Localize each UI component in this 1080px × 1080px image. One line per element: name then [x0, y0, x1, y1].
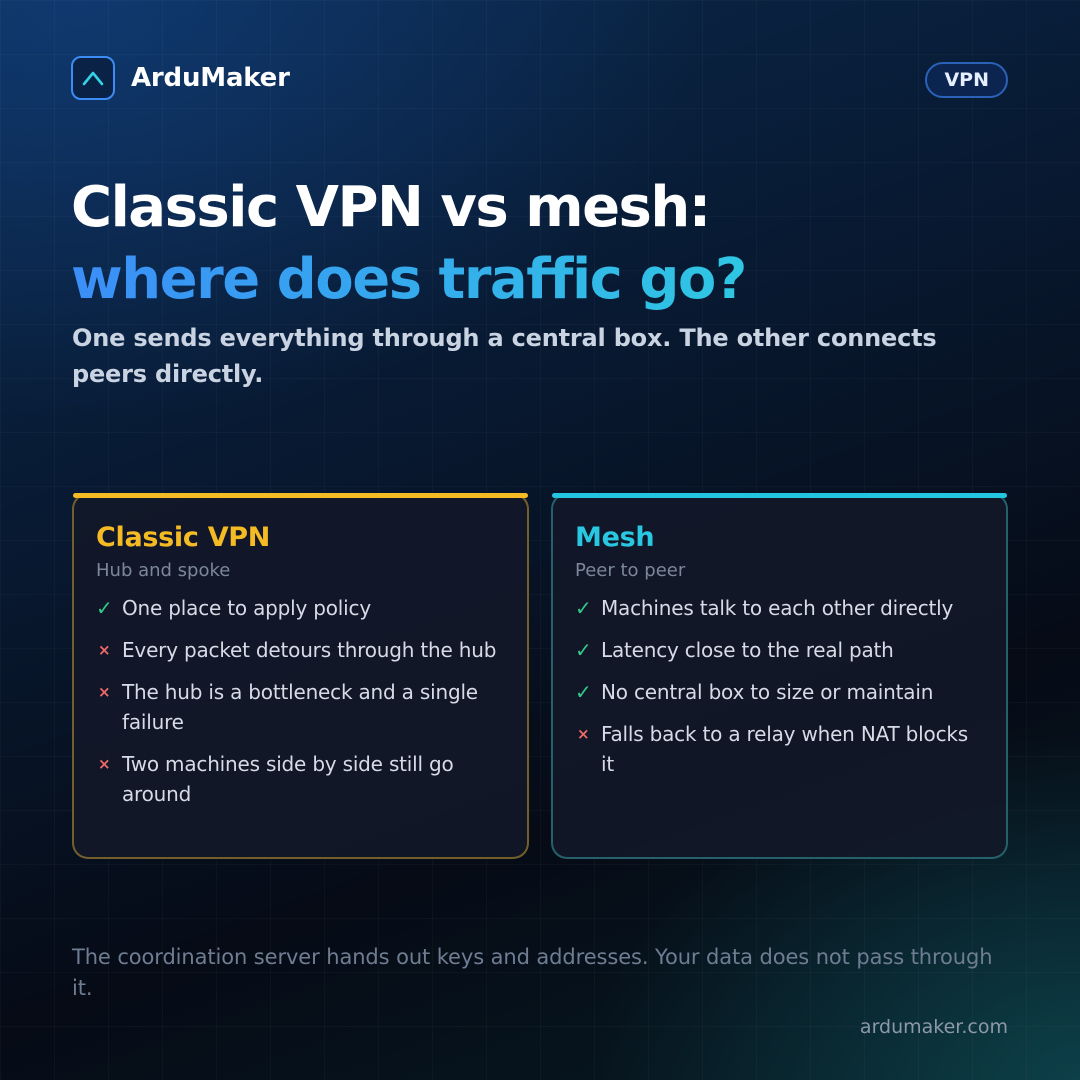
check-icon: ✓	[575, 638, 592, 662]
mesh-card: Mesh Peer to peer ✓ Machines talk to eac…	[551, 493, 1008, 859]
list-item: ✓ No central box to size or maintain	[575, 677, 984, 707]
card-subtitle: Peer to peer	[575, 560, 686, 581]
check-icon: ✓	[96, 596, 113, 620]
chevron-up-icon	[71, 56, 115, 100]
card-subtitle: Hub and spoke	[96, 560, 231, 581]
feature-list: ✓ One place to apply policy × Every pack…	[96, 593, 505, 809]
item-text: No central box to size or maintain	[601, 680, 934, 704]
card-title: Mesh	[575, 522, 655, 553]
page-subtitle: One sends everything through a central b…	[72, 324, 937, 388]
brand-name: ArduMaker	[131, 63, 290, 93]
list-item: × Two machines side by side still go aro…	[96, 749, 505, 809]
item-text: Machines talk to each other directly	[601, 596, 954, 620]
website-link[interactable]: ardumaker.com	[859, 1016, 1008, 1038]
list-item: × Every packet detours through the hub	[96, 635, 505, 665]
card-title: Classic VPN	[96, 522, 271, 553]
list-item: ✓ Latency close to the real path	[575, 635, 984, 665]
brand: ArduMaker	[71, 56, 290, 100]
list-item: × Falls back to a relay when NAT blocks …	[575, 719, 984, 779]
list-item: × The hub is a bottleneck and a single f…	[96, 677, 505, 737]
feature-list: ✓ Machines talk to each other directly ✓…	[575, 593, 984, 779]
topic-badge: VPN	[925, 62, 1008, 98]
item-text: Every packet detours through the hub	[122, 638, 497, 662]
list-item: ✓ One place to apply policy	[96, 593, 505, 623]
check-icon: ✓	[575, 680, 592, 704]
list-item: ✓ Machines talk to each other directly	[575, 593, 984, 623]
footnote: The coordination server hands out keys a…	[72, 945, 993, 1000]
item-text: Falls back to a relay when NAT blocks it	[601, 722, 968, 776]
check-icon: ✓	[575, 596, 592, 620]
cross-icon: ×	[98, 641, 111, 659]
page-title: Classic VPN vs mesh: where does traffic …	[71, 172, 747, 316]
item-text: One place to apply policy	[122, 596, 371, 620]
cross-icon: ×	[98, 683, 111, 701]
item-text: The hub is a bottleneck and a single fai…	[122, 680, 478, 734]
item-text: Two machines side by side still go aroun…	[122, 752, 454, 806]
item-text: Latency close to the real path	[601, 638, 894, 662]
classic-vpn-card: Classic VPN Hub and spoke ✓ One place to…	[72, 493, 529, 859]
cross-icon: ×	[577, 725, 590, 743]
title-line-1: Classic VPN vs mesh:	[71, 175, 711, 240]
title-line-2: where does traffic go?	[71, 244, 747, 316]
cross-icon: ×	[98, 755, 111, 773]
